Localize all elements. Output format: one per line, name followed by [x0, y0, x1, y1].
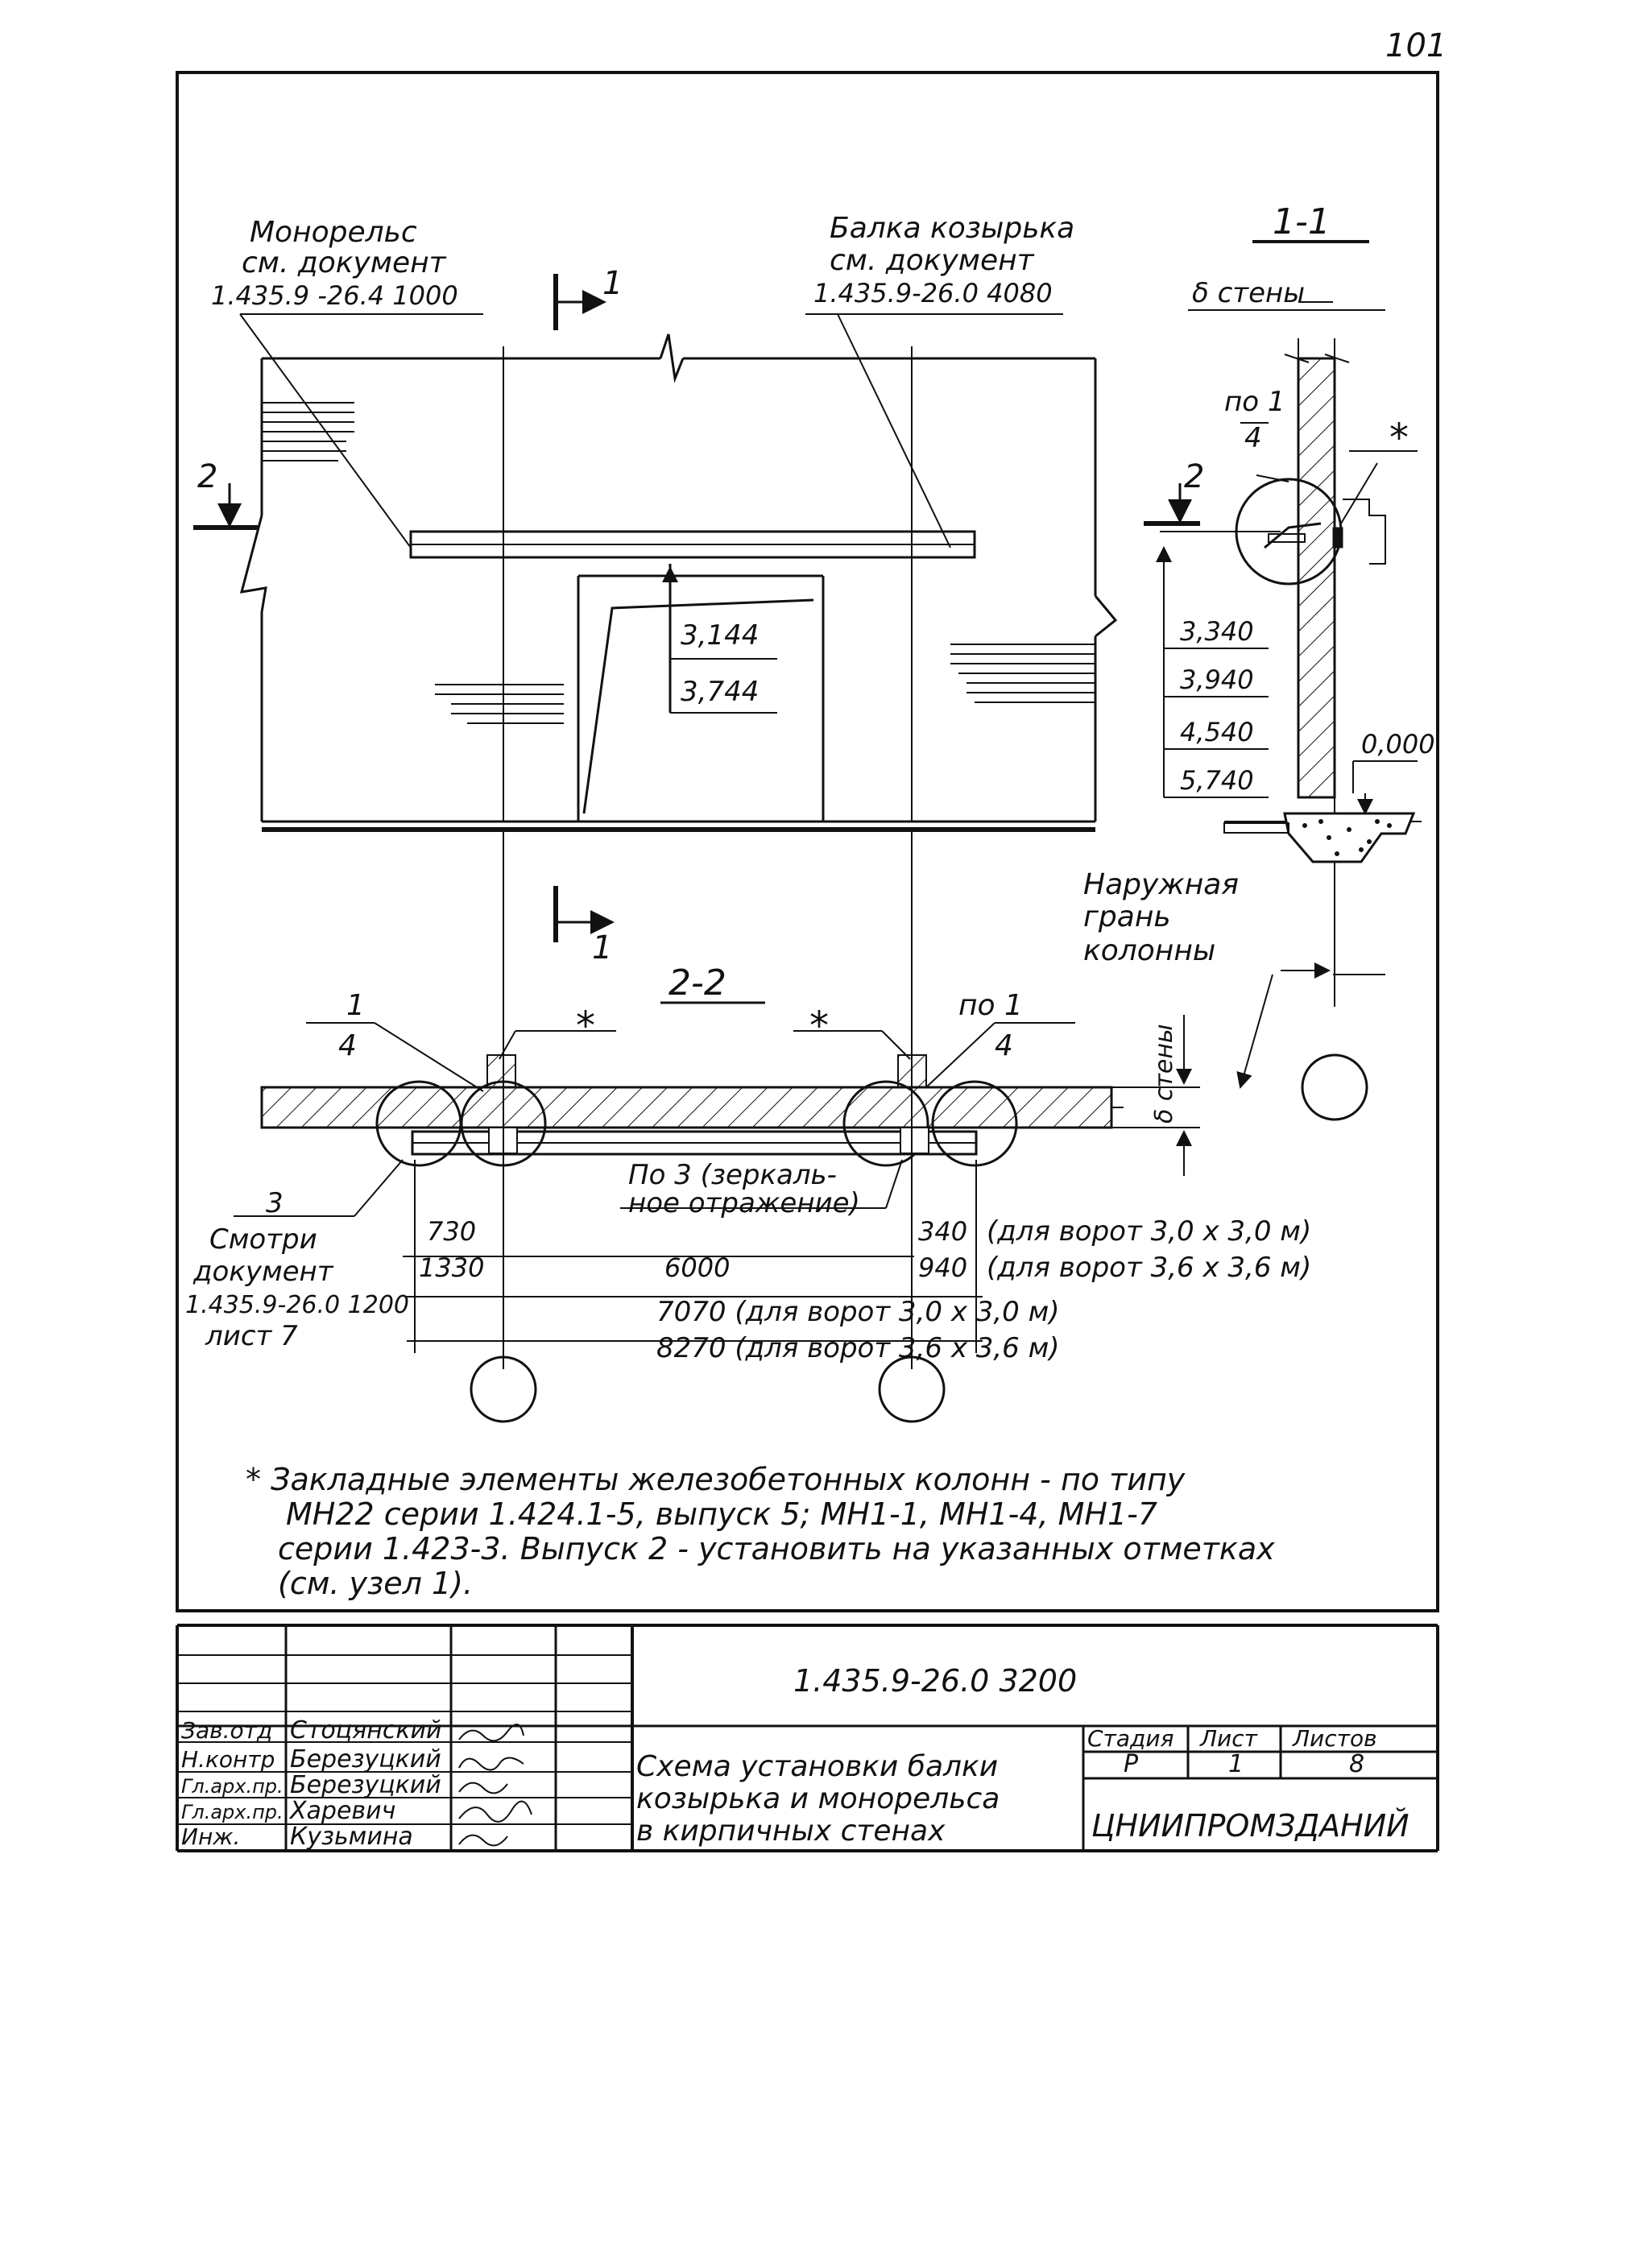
section-2-2-labels: 2-2 1 4 * * по 1 4 δ стены По 3 (зеркаль…: [185, 962, 1311, 1364]
plan-labels: Монорельс см. документ 1.435.9 -26.4 100…: [197, 212, 1074, 966]
sheets-header: Листов: [1292, 1725, 1377, 1752]
dim-6000: 6000: [664, 1252, 730, 1283]
page-number: 101: [1385, 27, 1447, 64]
section-2-2: [234, 830, 1200, 1423]
stage-header: Стадия: [1087, 1725, 1173, 1752]
role-3: Гл.арх.пр.: [181, 1775, 284, 1798]
mirror-note-2: ное отражение): [628, 1187, 860, 1219]
gate-note-1: (для ворот 3,0 х 3,0 м): [987, 1215, 1311, 1248]
monorail-label-1: Монорельс: [250, 216, 417, 249]
stage-value: Р: [1124, 1750, 1139, 1778]
see-doc-3: 1.435.9-26.0 1200: [185, 1291, 409, 1319]
monorail-label-3: 1.435.9 -26.4 1000: [211, 280, 458, 311]
asterisk-mark: *: [1389, 416, 1409, 461]
name-4: Харевич: [288, 1797, 395, 1825]
section-2-mark-plan: 2: [197, 458, 217, 495]
node-ref-bottom: 4: [1244, 422, 1262, 454]
sheet-header: Лист: [1199, 1725, 1258, 1752]
section-1-mark-bottom: 1: [592, 929, 612, 966]
name-2: Березуцкий: [290, 1745, 441, 1773]
signatures: [458, 1724, 532, 1847]
beam-label-3: 1.435.9-26.0 4080: [813, 278, 1053, 308]
beam-label-1: Балка козырька: [830, 212, 1074, 245]
drawing-title-1: Схема установки балки: [636, 1750, 998, 1783]
embedded-elements-note: * Закладные элементы железобетонных коло…: [246, 1462, 1275, 1601]
section-1-1: [1144, 240, 1422, 1121]
plan-view: [193, 274, 1118, 942]
wall-thickness-vertical: δ стены: [1150, 1024, 1178, 1124]
node-ref-top: по 1: [1224, 386, 1285, 418]
node-left-bottom: 4: [338, 1029, 357, 1062]
name-5: Кузьмина: [290, 1823, 413, 1851]
drawing-frame: [176, 71, 1439, 1612]
drawing-title-2: козырька и монорельса: [636, 1782, 1000, 1815]
name-1: Стоцянский: [290, 1716, 441, 1744]
dim-1330: 1330: [419, 1252, 484, 1283]
section-2-mark: 2: [1184, 458, 1204, 495]
title-block: [176, 1624, 1439, 1852]
dim-940: 940: [918, 1252, 967, 1283]
total-dim-1: 7070 (для ворот 3,0 х 3,0 м): [656, 1296, 1060, 1328]
role-2: Н.контр: [181, 1746, 275, 1773]
title-block-text: 1.435.9-26.0 3200 Зав.отд Н.контр Гл.арх…: [181, 1663, 1409, 1851]
section-1-1-title: 1-1: [1273, 201, 1331, 242]
wall-thickness-label: δ стены: [1192, 277, 1305, 309]
note-line-1: * Закладные элементы железобетонных коло…: [246, 1462, 1186, 1497]
monorail-label-2: см. документ: [242, 246, 447, 279]
total-dim-2: 8270 (для ворот 3,6 х 3,6 м): [656, 1332, 1060, 1364]
see-doc-1: Смотри: [209, 1223, 317, 1256]
note-line-2: МН22 серии 1.424.1-5, выпуск 5; МН1-1, М…: [286, 1496, 1157, 1532]
outer-face-1: Наружная: [1083, 868, 1239, 901]
asterisk-left: *: [576, 1004, 595, 1049]
document-code: 1.435.9-26.0 3200: [793, 1663, 1077, 1699]
elevation-3144: 3,144: [681, 619, 759, 652]
role-4: Гл.арх.пр.: [181, 1801, 284, 1823]
name-3: Березуцкий: [290, 1771, 441, 1799]
role-1: Зав.отд: [181, 1717, 272, 1744]
node-right-bottom: 4: [995, 1029, 1013, 1062]
sheets-value: 8: [1349, 1750, 1364, 1778]
section-1-mark-top: 1: [602, 265, 623, 302]
role-5: Инж.: [181, 1823, 240, 1850]
dim-340: 340: [918, 1216, 967, 1247]
asterisk-right: *: [809, 1004, 829, 1049]
organization: ЦНИИПРОМЗДАНИЙ: [1091, 1808, 1409, 1844]
section-1-1-labels: 1-1 δ стены по 1 4 * 2 3,340 3,940 4,540…: [1083, 201, 1435, 967]
beam-label-2: см. документ: [830, 244, 1035, 277]
elevation-3744: 3,744: [681, 676, 759, 708]
note-line-4: (см. узел 1).: [278, 1566, 473, 1601]
elevation-5740: 5,740: [1180, 765, 1254, 796]
dim-730: 730: [427, 1216, 476, 1247]
sheet-value: 1: [1228, 1750, 1244, 1778]
mirror-note-1: По 3 (зеркаль-: [628, 1159, 837, 1191]
elevation-3340: 3,340: [1180, 616, 1254, 647]
section-2-2-title: 2-2: [668, 962, 726, 1004]
node-left-top: 1: [346, 989, 365, 1022]
zero-mark: 0,000: [1361, 729, 1435, 759]
node-right-top: по 1: [958, 989, 1023, 1022]
outer-face-3: колонны: [1083, 934, 1215, 967]
elevation-3940: 3,940: [1180, 664, 1254, 695]
see-doc-number: 3: [266, 1187, 284, 1219]
outer-face-2: грань: [1083, 900, 1171, 933]
gate-note-2: (для ворот 3,6 х 3,6 м): [987, 1252, 1311, 1284]
elevation-4540: 4,540: [1180, 717, 1254, 747]
see-doc-2: документ: [192, 1256, 334, 1288]
drawing-title-3: в кирпичных стенах: [636, 1815, 946, 1848]
see-doc-4: лист 7: [205, 1320, 298, 1352]
note-line-3: серии 1.423-3. Выпуск 2 - установить на …: [278, 1531, 1275, 1566]
